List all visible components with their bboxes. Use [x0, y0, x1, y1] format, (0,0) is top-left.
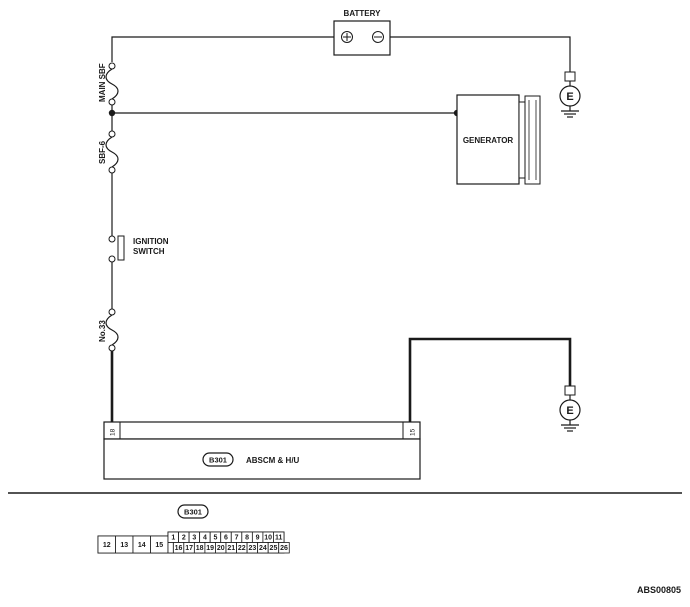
- connector-pin-number: 22: [238, 545, 246, 552]
- ground-1-label: E: [566, 91, 573, 103]
- ground-symbol-1: [559, 71, 581, 118]
- connector-pin-number: 21: [227, 545, 235, 552]
- connector-pin-cell: [278, 542, 290, 554]
- connector-pin-number: 12: [103, 542, 111, 549]
- main-sbf-label: MAIN SBF: [98, 63, 107, 102]
- ignition-label-line2: SWITCH: [133, 247, 165, 256]
- connector-pin-number: 15: [155, 542, 163, 549]
- abscm-module: [103, 421, 421, 480]
- wire-battery-minus: [111, 36, 334, 62]
- connector-pin-number: 6: [224, 535, 228, 542]
- connector-pin-number: 25: [270, 545, 278, 552]
- sbf6-label: SBF-6: [98, 140, 107, 164]
- wire-pin15-ground: [408, 337, 572, 422]
- fuse-no33: [105, 308, 119, 352]
- connector-pin-number: 16: [175, 545, 183, 552]
- connector-pin-number: 3: [192, 535, 196, 542]
- fuse33-label: No.33: [98, 320, 107, 342]
- ground-symbol-2: [559, 385, 581, 432]
- connector-id-badge-shape: [177, 504, 209, 519]
- sbf6-fuse: [105, 130, 119, 174]
- connector-pin-number: 14: [138, 542, 146, 549]
- ignition-label-line1: IGNITION: [133, 237, 169, 246]
- connector-pin-number: 5: [214, 535, 218, 542]
- connector-id-badge: B301: [184, 508, 202, 517]
- connector-pin-number: 10: [264, 535, 272, 542]
- pin-18-label: 18: [110, 428, 117, 436]
- battery-label: BATTERY: [344, 9, 382, 18]
- connector-pin-number: 23: [248, 545, 256, 552]
- connector-pin-number: 19: [206, 545, 214, 552]
- connector-pin-number: 2: [182, 535, 186, 542]
- generator: [456, 94, 541, 185]
- battery: [333, 20, 391, 56]
- figure-code: ABS00805: [637, 585, 681, 595]
- ignition-switch: [108, 235, 125, 263]
- connector-pin-number: 18: [196, 545, 204, 552]
- connector-pin-number: 7: [235, 535, 239, 542]
- connector-spacer: [167, 542, 174, 554]
- ground-2-label: E: [566, 405, 573, 417]
- connector-pin-number: 1: [171, 535, 175, 542]
- connector-pin-number: 26: [280, 545, 288, 552]
- wire-battery-plus: [390, 36, 571, 72]
- connector-pin-number: 17: [185, 545, 193, 552]
- module-id-badge: B301: [209, 456, 227, 465]
- connector-pin-number: 24: [259, 545, 267, 552]
- pin-15-label: 15: [410, 428, 417, 436]
- connector-pin-number: 8: [245, 535, 249, 542]
- connector-pin-number: 11: [275, 535, 283, 542]
- module-name-label: ABSCM & H/U: [246, 456, 300, 465]
- main-sbf-fuse: [105, 62, 119, 106]
- connector-pin-number: 9: [256, 535, 260, 542]
- connector-pin-number: 4: [203, 535, 207, 542]
- generator-label: GENERATOR: [463, 136, 514, 145]
- connector-pin-number: 20: [217, 545, 225, 552]
- connector-pin-number: 13: [120, 542, 128, 549]
